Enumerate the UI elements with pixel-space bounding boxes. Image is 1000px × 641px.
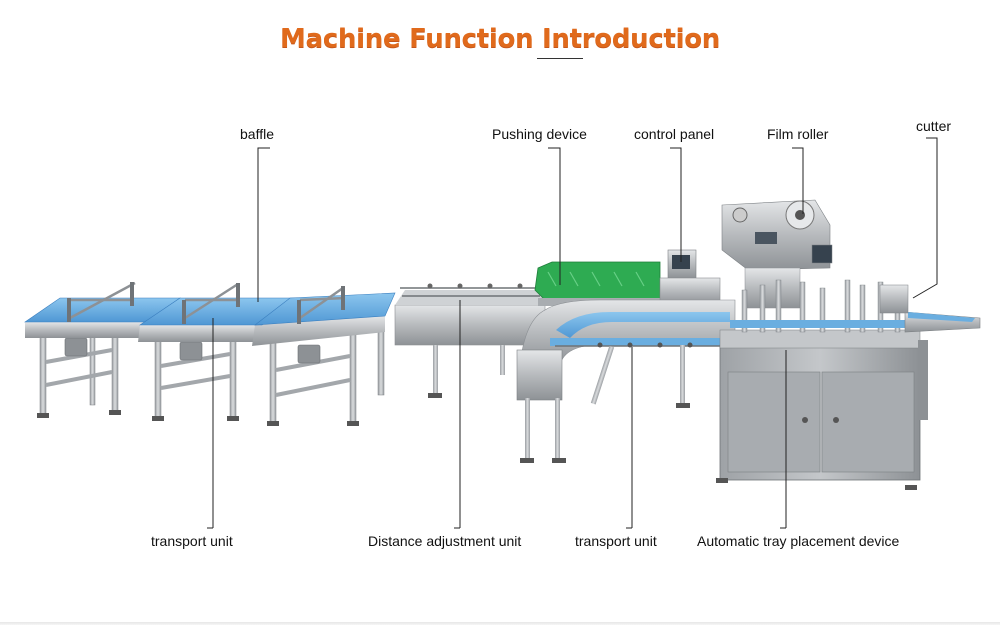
tray-placement-device [716, 279, 928, 490]
cutter [879, 284, 981, 333]
label-cutter: cutter [916, 118, 952, 134]
control-panel [659, 249, 721, 305]
film-roller [721, 199, 833, 309]
right-transport-unit [516, 299, 736, 463]
label-transport-unit-right: transport unit [575, 533, 657, 549]
bottom-divider [0, 622, 1000, 625]
label-baffle: baffle [240, 126, 274, 142]
label-pushing-device: Pushing device [492, 126, 587, 142]
left-transport-unit [24, 281, 396, 426]
page-title: Machine Function Introduction [280, 24, 720, 54]
distance-adjustment-unit [394, 283, 546, 398]
label-control-panel: control panel [634, 126, 715, 142]
label-distance-adjustment-unit: Distance adjustment unit [368, 533, 522, 549]
label-film-roller: Film roller [767, 126, 829, 142]
title-underline [537, 58, 583, 59]
pushing-device [534, 261, 663, 306]
label-transport-unit-left: transport unit [151, 533, 233, 549]
leader-lines [207, 137, 938, 529]
label-automatic-tray-placement-device: Automatic tray placement device [697, 533, 900, 549]
